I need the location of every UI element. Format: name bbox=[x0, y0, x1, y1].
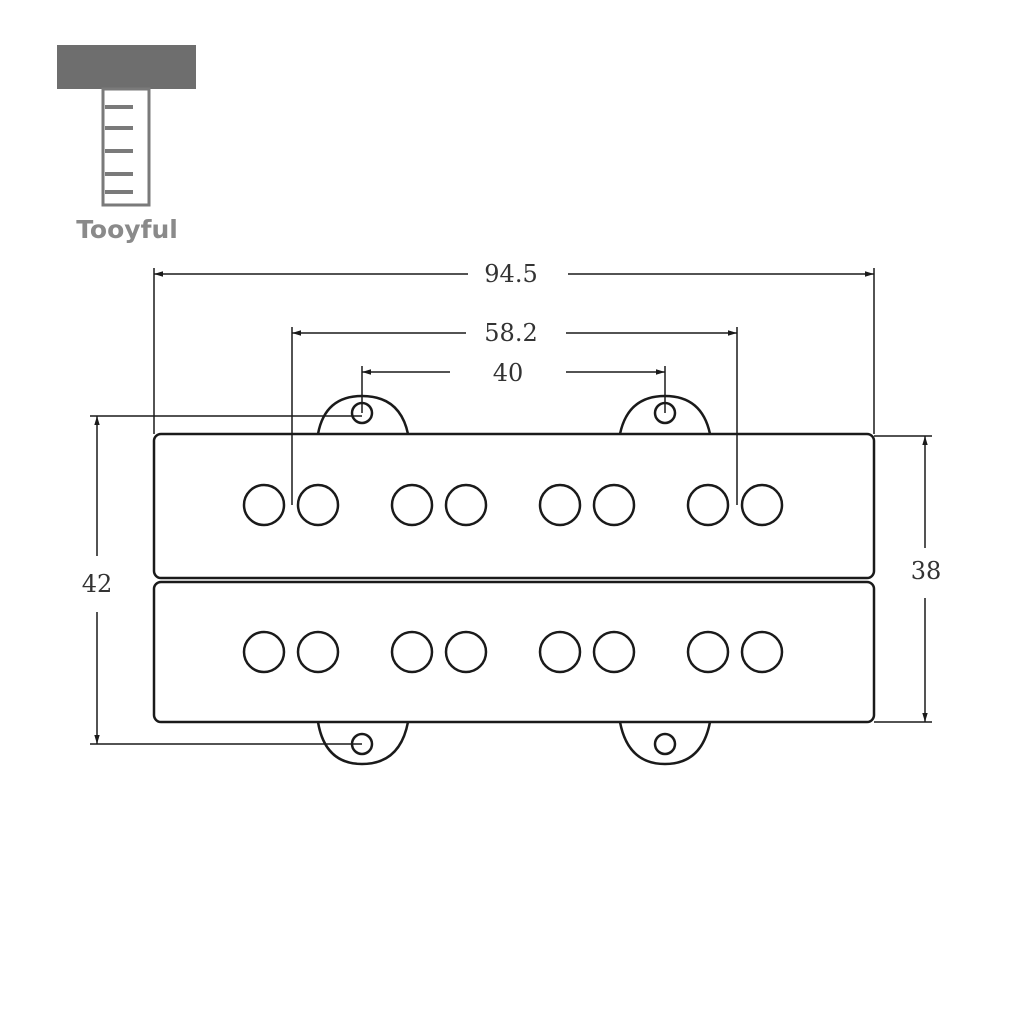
pole-piece bbox=[538, 630, 582, 674]
dimension-label-cover-height: 38 bbox=[911, 557, 942, 585]
pole-piece bbox=[686, 483, 730, 527]
pole-piece bbox=[740, 630, 784, 674]
pole-piece bbox=[592, 483, 636, 527]
pole-piece bbox=[444, 630, 488, 674]
mounting-ear-bottom-right bbox=[618, 721, 712, 766]
dimension-label-outer-mount: 58.2 bbox=[484, 319, 537, 347]
logo-stem-icon bbox=[101, 87, 151, 207]
pole-piece bbox=[686, 630, 730, 674]
pickup-cover-top bbox=[152, 432, 876, 580]
pole-piece bbox=[538, 483, 582, 527]
pole-piece bbox=[242, 630, 286, 674]
pole-piece bbox=[296, 483, 340, 527]
brand-name: Tooyful bbox=[76, 215, 178, 244]
dimension-label-overall-length: 94.5 bbox=[484, 260, 537, 288]
dimension-lines bbox=[90, 268, 932, 745]
brand-logo: Tooyful bbox=[57, 45, 196, 244]
pole-piece bbox=[444, 483, 488, 527]
logo-bar bbox=[57, 45, 196, 89]
pole-pieces bbox=[242, 483, 784, 674]
pole-piece bbox=[740, 483, 784, 527]
pole-piece bbox=[390, 483, 434, 527]
pole-piece bbox=[592, 630, 636, 674]
pole-piece bbox=[242, 483, 286, 527]
pickup-outline bbox=[152, 394, 876, 766]
mounting-ear-bottom-left bbox=[316, 721, 410, 766]
dimension-label-hole-spacing: 40 bbox=[493, 359, 524, 387]
pole-piece bbox=[296, 630, 340, 674]
mounting-hole bbox=[653, 732, 677, 756]
dimension-label-overall-height: 42 bbox=[82, 570, 113, 598]
pole-piece bbox=[390, 630, 434, 674]
pickup-cover-bottom bbox=[152, 580, 876, 724]
